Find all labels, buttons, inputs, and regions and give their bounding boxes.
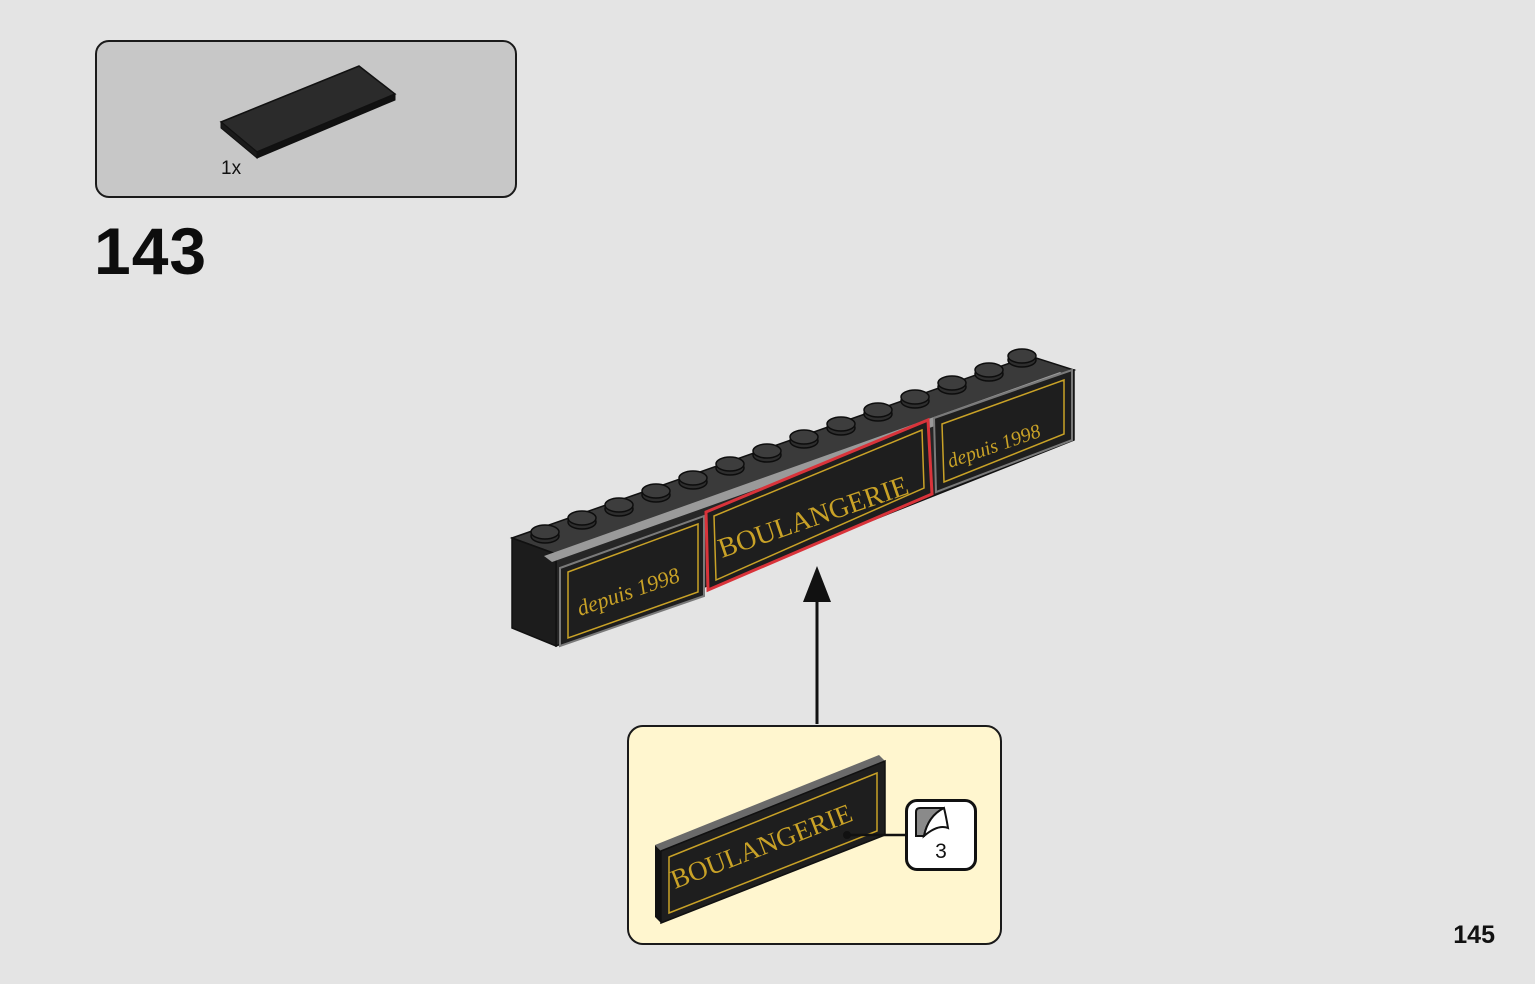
right-sign-tile: depuis 1998: [932, 368, 1073, 494]
page-number: 145: [1453, 921, 1495, 949]
step-number: 143: [94, 214, 208, 288]
placement-arrow: [803, 566, 831, 724]
sticker-callout-box: BOULANGERIE 3: [627, 725, 1002, 945]
parts-list-box: 1x: [95, 40, 517, 198]
brick-studs: [530, 348, 1037, 544]
sticker-sheet-number: 3: [935, 840, 947, 863]
part-quantity: 1x: [221, 158, 242, 179]
sticker-tile-illustration: BOULANGERIE: [655, 755, 905, 925]
tile-1x6-icon: [219, 65, 397, 160]
sticker-sheet-icon: [915, 806, 950, 839]
sticker-sheet-badge: 3: [905, 799, 977, 871]
